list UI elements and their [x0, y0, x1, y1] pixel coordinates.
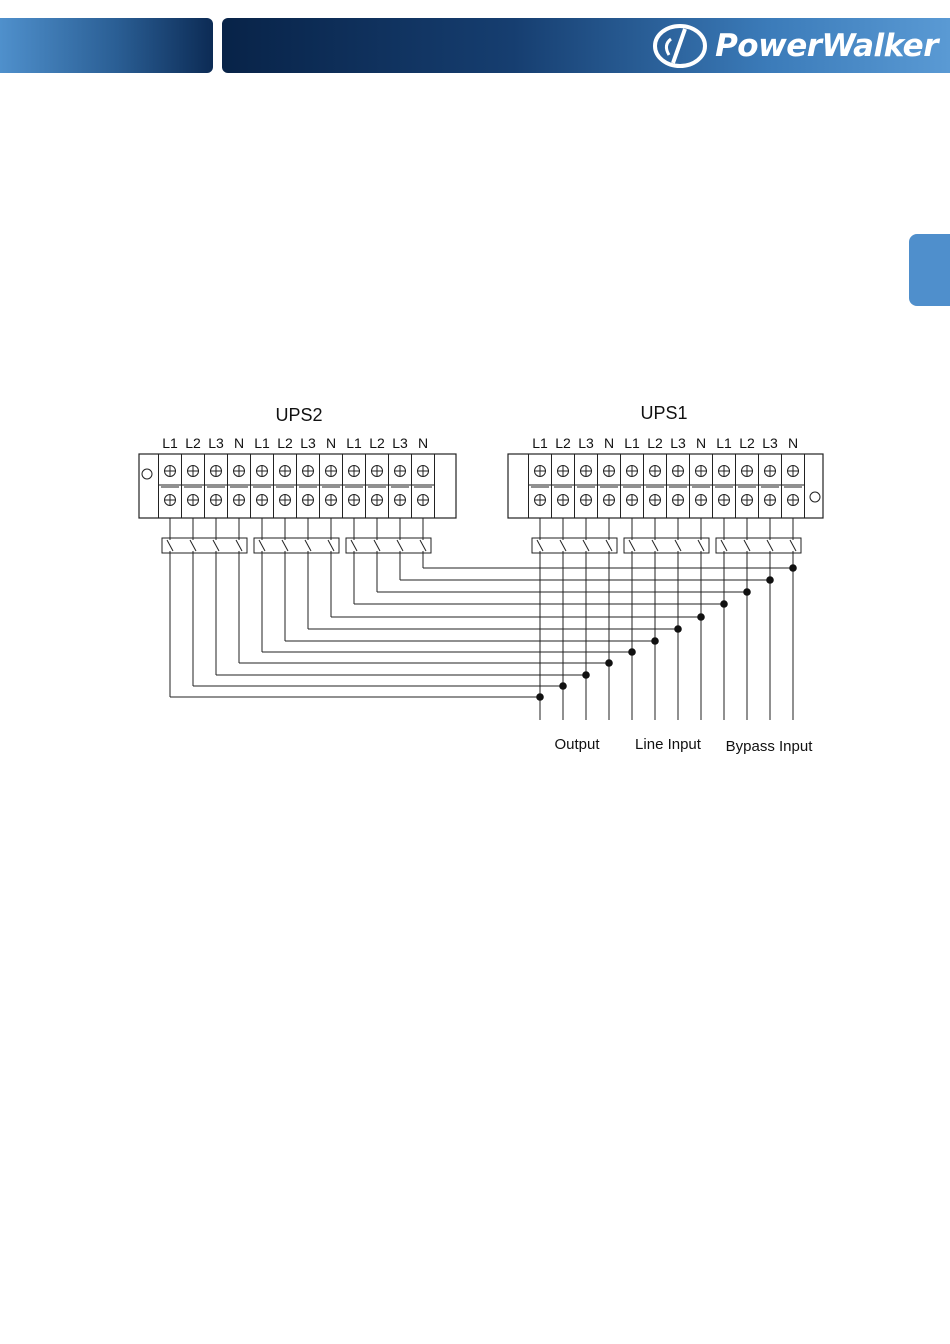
junction-dot [697, 613, 705, 621]
ups1-terminal-label: L2 [555, 435, 571, 451]
ups1-terminal-label: L2 [739, 435, 755, 451]
ups1-terminal-label: N [788, 435, 798, 451]
ups1-title: UPS1 [640, 403, 687, 423]
ups1-breaker [532, 538, 617, 553]
junction-dot [766, 576, 774, 584]
junction-dot [651, 637, 659, 645]
ups1-terminal-label: L2 [647, 435, 663, 451]
ups2-terminal-label: N [418, 435, 428, 451]
ups1-terminal-label: L3 [578, 435, 594, 451]
junction-dot [605, 659, 613, 667]
ups2-terminal-label: L3 [208, 435, 224, 451]
ups1-terminal-label: N [604, 435, 614, 451]
ups1-terminal-label: L1 [624, 435, 640, 451]
ups2-terminal-label: L2 [277, 435, 293, 451]
ups1-terminal-label: L3 [762, 435, 778, 451]
junction-dot [628, 648, 636, 656]
ups1-mount-hole [810, 492, 820, 502]
legend-line-input: Line Input [635, 736, 702, 753]
ups2-terminal-label: L1 [162, 435, 178, 451]
ups1-terminal-label: L3 [670, 435, 686, 451]
ups2-breaker [254, 538, 339, 553]
ups1-terminal-label: L1 [716, 435, 732, 451]
junction-dot [743, 588, 751, 596]
ups2-terminal-label: N [234, 435, 244, 451]
ups2-title: UPS2 [275, 405, 322, 425]
legend-bypass-input: Bypass Input [726, 738, 814, 755]
ups2-terminal-label: L3 [392, 435, 408, 451]
junction-dot [582, 671, 590, 679]
junction-dot [789, 564, 797, 572]
ups1-terminal-label: L1 [532, 435, 548, 451]
junction-dot [674, 625, 682, 633]
ups2-terminal-label: N [326, 435, 336, 451]
legend-output: Output [554, 736, 600, 753]
junction-dot [536, 693, 544, 701]
ups2-terminal-label: L3 [300, 435, 316, 451]
ups1-terminal-block [508, 454, 823, 518]
ups2-terminal-label: L2 [369, 435, 385, 451]
ups2-terminal-block [139, 454, 456, 518]
ups2-mount-hole [142, 469, 152, 479]
ups1-breaker [624, 538, 709, 553]
ups2-breaker [346, 538, 431, 553]
junction-dot [559, 682, 567, 690]
ups1-terminal-label: N [696, 435, 706, 451]
terminal-blocks [139, 454, 823, 553]
ups2-breaker [162, 538, 247, 553]
ups2-terminal-label: L1 [346, 435, 362, 451]
junction-dot [720, 600, 728, 608]
ups1-breaker [716, 538, 801, 553]
ups2-terminal-label: L2 [185, 435, 201, 451]
ups2-terminal-label: L1 [254, 435, 270, 451]
